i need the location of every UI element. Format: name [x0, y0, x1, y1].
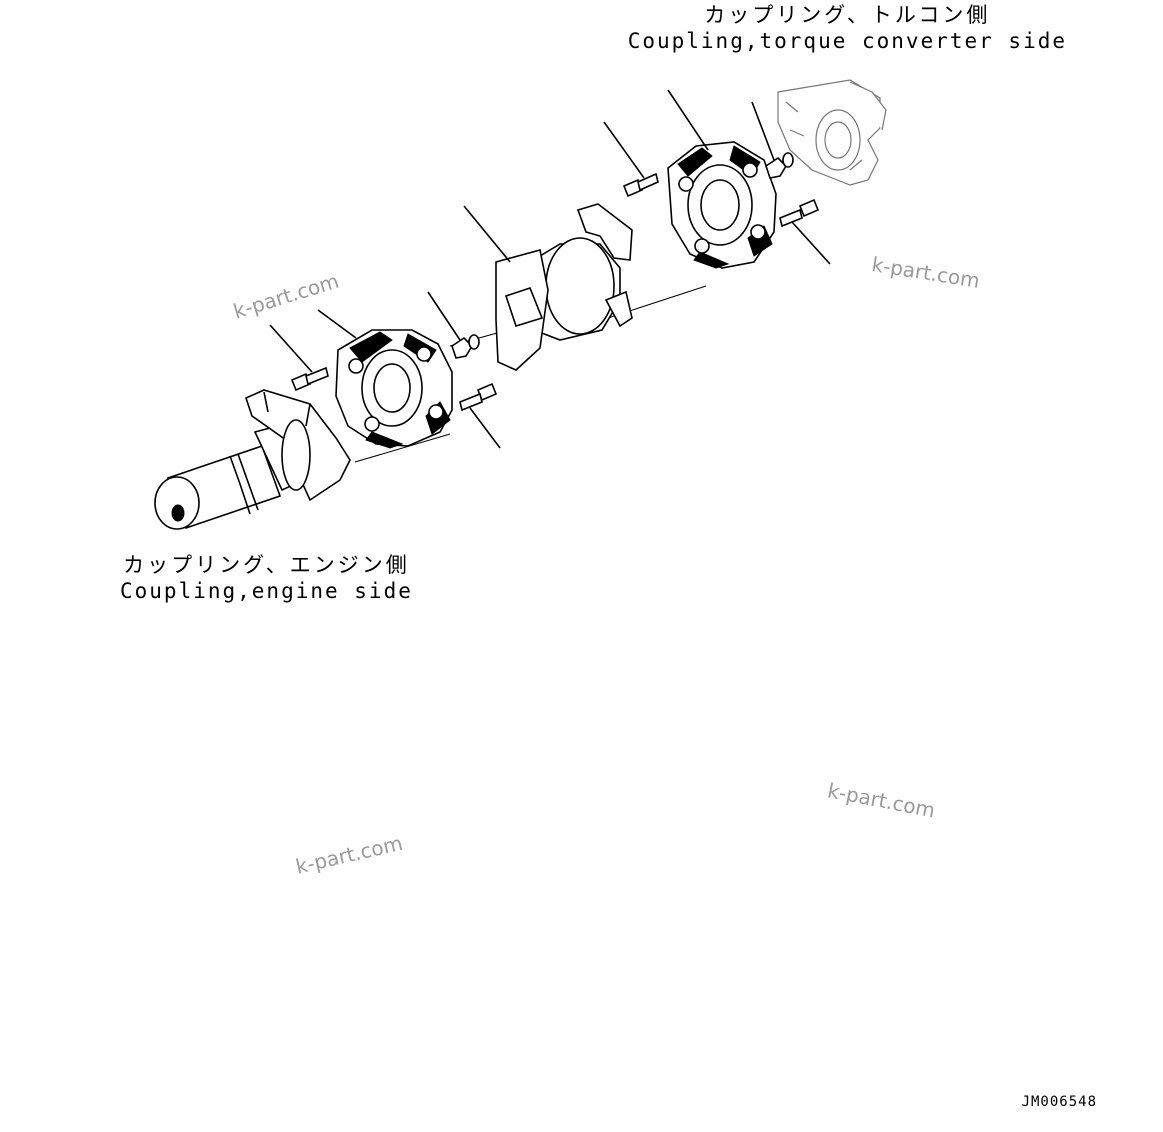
engine-coupling-label: カップリング、エンジン側 Coupling,engine side [120, 552, 413, 604]
center-spider [463, 203, 633, 371]
engine-coupling-label-en: Coupling,engine side [120, 579, 413, 603]
torque-converter-coupling-label-en: Coupling,torque converter side [627, 29, 1067, 53]
torque-converter-coupling-disk [667, 89, 777, 269]
engine-grease-nipple [427, 291, 480, 359]
engine-side-shaft [154, 389, 351, 530]
engine-bolt-right [459, 382, 501, 449]
torque-converter-bolt-upper [603, 121, 659, 198]
torque-converter-coupling-label: カップリング、トルコン側 Coupling,torque converter s… [628, 2, 1067, 54]
engine-coupling-disk [335, 329, 453, 449]
torque-converter-bolt-lower [779, 198, 831, 265]
engine-coupling-label-jp: カップリング、エンジン側 [123, 553, 410, 577]
engine-bolt-left [269, 324, 329, 392]
torque-converter-flange [777, 79, 887, 186]
torque-converter-coupling-label-jp: カップリング、トルコン側 [704, 3, 991, 27]
torque-converter-grease-nipple [751, 101, 794, 179]
drawing-code: JM006548 [1021, 1094, 1097, 1110]
